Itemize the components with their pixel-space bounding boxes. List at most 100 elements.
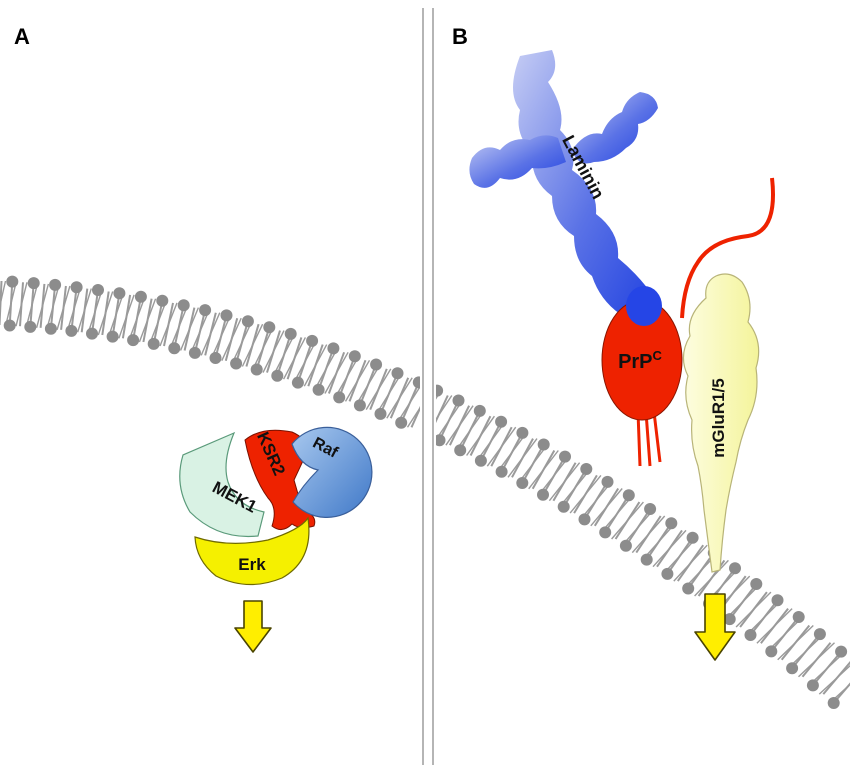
lipid-tail (138, 298, 157, 343)
lipid-tail (190, 309, 210, 354)
laminin-protein: Laminin (469, 50, 658, 327)
lipid-head-outer (6, 275, 19, 288)
lipid-head-outer (473, 404, 486, 417)
lipid-head-outer (134, 290, 147, 303)
cell-membrane-b (436, 384, 850, 709)
lipid-head-inner (291, 376, 304, 389)
lipid-head-outer (92, 284, 104, 296)
lipid-head-inner (127, 334, 140, 347)
lipid-tail (642, 522, 676, 561)
lipid-head-inner (271, 369, 284, 382)
lipid-tail (436, 390, 442, 400)
lipid-tail (324, 351, 349, 394)
lipid-head-inner (44, 322, 57, 335)
lipid-tail (355, 364, 381, 406)
lipid-tail (5, 281, 17, 326)
lipid-tail (410, 405, 420, 428)
lipid-head-outer (559, 450, 571, 463)
lipid-head-inner (661, 567, 674, 580)
lipid-tail (798, 642, 835, 678)
lipid-head-outer (537, 438, 550, 451)
lipid-head-inner (333, 391, 346, 404)
erk-protein: Erk (194, 516, 310, 586)
lipid-tail (662, 537, 698, 575)
prpc-protein: PrPC (601, 177, 775, 467)
lipid-head-inner (395, 416, 408, 429)
lipid-head-outer (495, 415, 508, 428)
lipid-head-inner (765, 645, 778, 658)
lipid-tail (200, 312, 221, 356)
lipid-head-inner (599, 526, 612, 539)
lipid-head-outer (70, 281, 83, 294)
lipid-tail (611, 501, 644, 540)
lipid-head-inner (806, 679, 819, 692)
lipid-tail (169, 304, 189, 349)
lipid-head-inner (86, 327, 98, 340)
lipid-head-inner (353, 399, 366, 412)
lipid-head-inner (106, 330, 119, 343)
lipid-head-outer (813, 628, 826, 641)
lipid-head-inner (374, 407, 387, 420)
panel-label-b: B (452, 24, 468, 49)
panel-divider (422, 8, 434, 765)
lipid-tail (334, 355, 360, 398)
lipid-tail (528, 450, 559, 490)
lipid-tail (386, 377, 413, 419)
lipid-tail (436, 390, 439, 396)
lipid-head-inner (147, 337, 160, 350)
lipid-head-outer (284, 327, 297, 340)
lipid-head-outer (792, 611, 805, 623)
lipid-tail (569, 474, 602, 514)
lipid-head-outer (771, 594, 784, 607)
lipid-tail (221, 317, 242, 361)
lipid-head-inner (537, 488, 549, 501)
panel-label-a: A (14, 24, 30, 49)
lipid-tail (87, 289, 103, 334)
lipid-tail (149, 300, 167, 345)
lipid-head-inner (516, 477, 529, 489)
lipid-head-inner (578, 513, 591, 526)
lipid-tail (476, 421, 506, 462)
lipid-head-outer (729, 562, 741, 575)
lipid-head-outer (370, 358, 383, 371)
lipid-tail (15, 282, 28, 327)
lipid-head-outer (27, 277, 40, 290)
lipid-tail (77, 288, 92, 333)
mglur-protein: mGluR1/5 (682, 273, 760, 573)
lipid-head-outer (452, 394, 465, 407)
lipid-head-inner (312, 383, 325, 396)
lipid-head-outer (644, 503, 657, 515)
erk-label: Erk (238, 555, 266, 574)
lipid-tail (725, 583, 761, 620)
lipid-tail (538, 456, 570, 496)
lipid-tail (735, 591, 772, 628)
lipid-head-inner (557, 500, 570, 513)
lipid-tail (303, 344, 328, 387)
lipid-head-outer (199, 304, 212, 317)
lipid-tail (262, 330, 285, 373)
lipid-head-inner (250, 363, 263, 376)
lipid-tail (56, 285, 71, 330)
mek1-protein: MEK1 (179, 431, 265, 538)
lipid-tail (600, 494, 634, 533)
lipid-tail (787, 633, 825, 669)
lipid-tail (694, 559, 729, 597)
lipid-tail (756, 608, 793, 644)
lipid-tail (179, 307, 200, 351)
lipid-tail (436, 400, 464, 441)
lipid-head-outer (622, 489, 635, 502)
lipid-head-inner (454, 444, 467, 457)
lipid-tail (466, 415, 495, 456)
lipid-tail (486, 426, 517, 467)
lipid-head-inner (827, 697, 840, 709)
lipid-tail (128, 296, 146, 341)
lipid-tail (631, 515, 666, 554)
lipid-head-outer (177, 299, 190, 312)
prpc-label-base: PrP (618, 351, 652, 373)
lipid-head-outer (750, 578, 763, 590)
lipid-tail (344, 359, 371, 402)
lipid-tail (396, 385, 420, 424)
lipid-tail (517, 444, 549, 484)
lipid-head-outer (516, 426, 529, 439)
